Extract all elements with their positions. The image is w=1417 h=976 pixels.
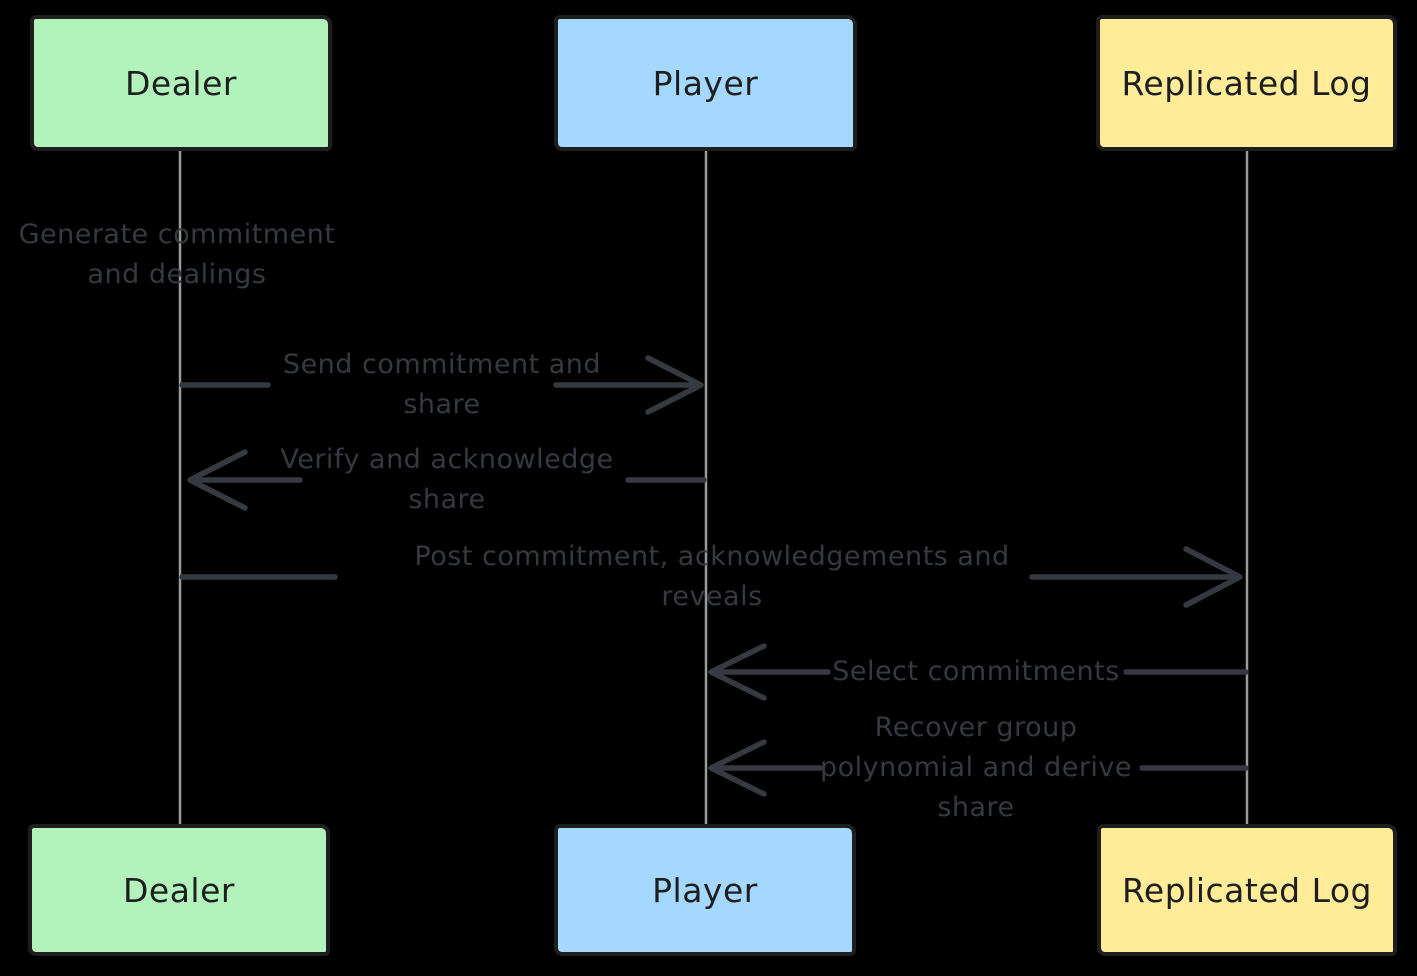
message-label-generate-commitment: Generate commitment and dealings <box>18 219 336 290</box>
actor-dealer-label: Dealer <box>125 63 237 103</box>
arrowhead-left-icon <box>708 739 767 797</box>
message-label-verify-acknowledge: Verify and acknowledge share <box>280 444 614 515</box>
actor-player-label: Player <box>652 870 758 910</box>
actor-replicated-log-bottom: Replicated Log <box>1097 824 1397 956</box>
message-label-post-commitment: Post commitment, acknowledgements and re… <box>414 541 1010 612</box>
actor-player-bottom: Player <box>554 824 856 956</box>
arrowhead-left-icon <box>187 449 248 511</box>
actor-dealer-bottom: Dealer <box>28 824 330 956</box>
message-arrow-post-commitment <box>179 546 1243 608</box>
actor-player-label: Player <box>652 63 759 103</box>
message-arrow-recover-polynomial <box>708 739 1249 797</box>
message-arrow-send-commitment <box>179 355 704 415</box>
actor-dealer-top: Dealer <box>30 15 332 151</box>
actor-replicated-log-label: Replicated Log <box>1121 63 1372 103</box>
message-label-send-commitment: Send commitment and share <box>282 349 602 420</box>
arrowhead-right-icon <box>1183 546 1243 608</box>
message-label-recover-polynomial: Recover group polynomial and derive shar… <box>819 712 1133 823</box>
actor-dealer-label: Dealer <box>123 870 235 910</box>
message-label-select-commitments: Select commitments <box>832 656 1120 687</box>
message-arrow-verify-acknowledge <box>187 449 707 511</box>
actor-player-top: Player <box>554 15 857 151</box>
actor-replicated-log-top: Replicated Log <box>1096 15 1397 151</box>
arrowhead-right-icon <box>645 355 704 415</box>
message-arrow-select-commitments <box>708 643 1249 701</box>
arrowhead-left-icon <box>708 643 767 701</box>
actor-replicated-log-label: Replicated Log <box>1121 870 1373 910</box>
